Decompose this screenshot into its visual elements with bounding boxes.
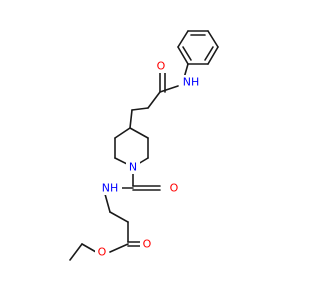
amide-top: [129, 71, 179, 129]
molecule-structure: O NH N O NH O O: [69, 30, 219, 261]
atom-o-carbamoyl: O: [167, 181, 181, 195]
atom-o-ester: O: [95, 245, 109, 259]
ester-chain: [69, 193, 141, 261]
atom-n-amide-top: NH: [179, 75, 203, 89]
label-n-ring: N: [129, 161, 137, 174]
carbamoyl-group: [119, 169, 161, 191]
label-n-carbamoyl: NH: [102, 182, 119, 195]
atom-o-carbonyl-ester: O: [140, 237, 154, 251]
phenyl-ring: [177, 30, 219, 65]
label-o-carbamoyl: O: [170, 182, 179, 195]
atom-n-carbamoyl: NH: [98, 181, 122, 195]
label-n-amide-top: NH: [183, 76, 200, 89]
label-o-ester: O: [98, 246, 107, 259]
atom-o-amide-top: O: [154, 59, 168, 73]
label-o-carbonyl-ester: O: [143, 238, 152, 251]
atom-n-ring: N: [126, 160, 140, 174]
label-o-amide-top: O: [157, 60, 166, 73]
